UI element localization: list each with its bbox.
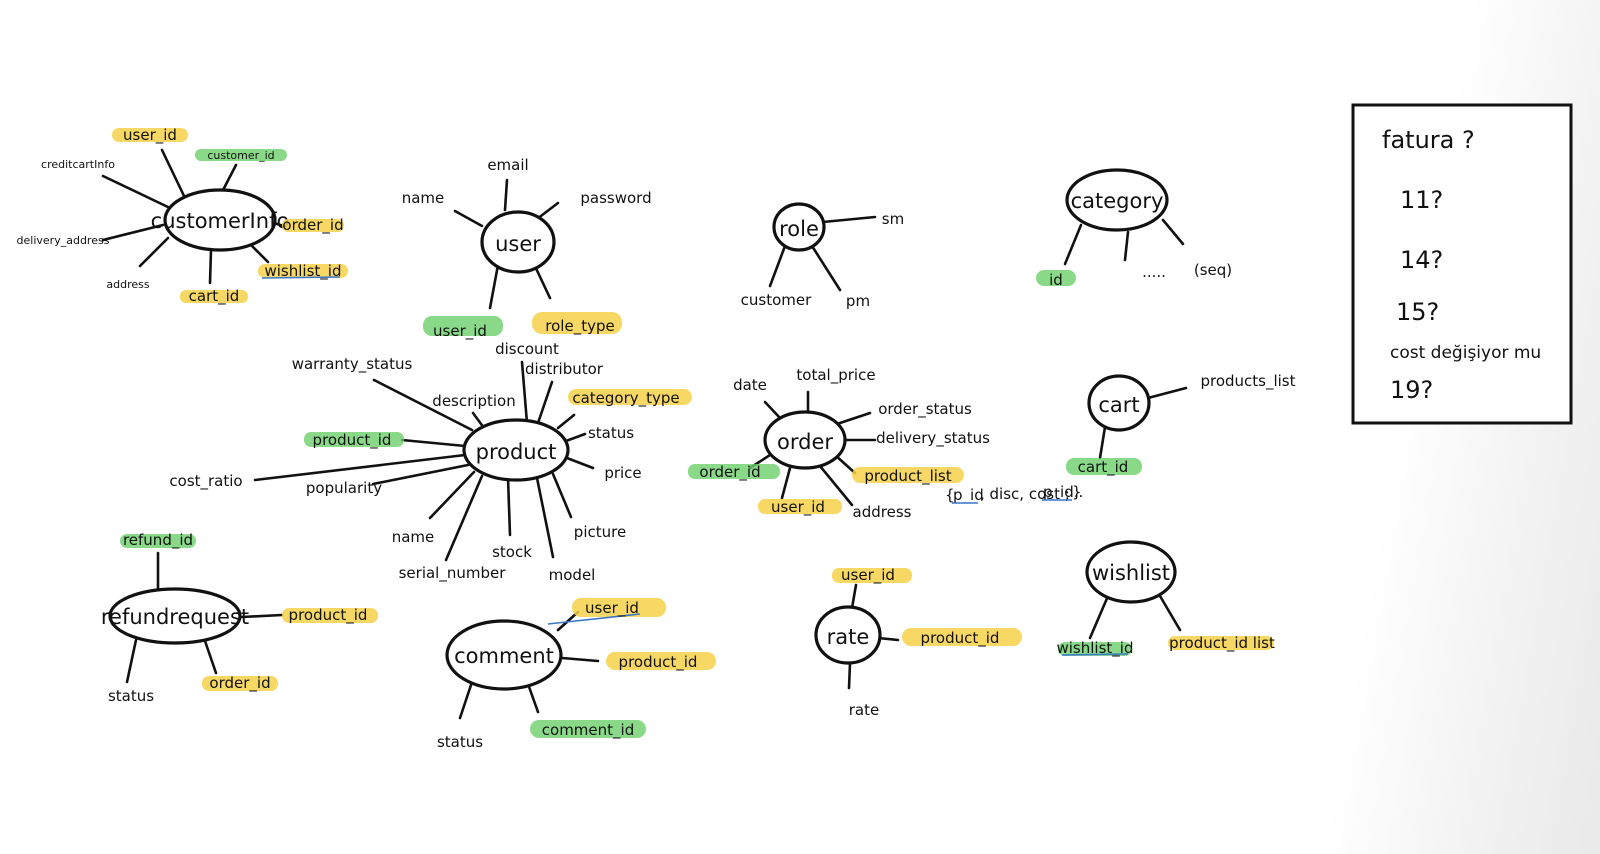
entity-name: order	[777, 430, 833, 454]
attr-customer: customer	[741, 291, 812, 309]
attr-refund-id: refund_id	[123, 531, 193, 550]
attr-role-type: role_type	[545, 317, 614, 336]
entity-order: order date total_price order_status deli…	[688, 366, 1083, 521]
attr-product-id: product_id	[289, 606, 368, 625]
entity-refundrequest: refundrequest refund_id product_id statu…	[101, 531, 378, 705]
attr-customer-id: customer_id	[207, 149, 274, 162]
attr-product-id: product_id	[619, 653, 698, 672]
attr-category-type: category_type	[572, 389, 679, 408]
attr-status: status	[108, 687, 154, 705]
attr-cart-id: cart_id	[1078, 458, 1129, 477]
entity-name: comment	[454, 644, 554, 668]
attr-user-id: user_id	[433, 322, 487, 341]
attr-discount: discount	[495, 340, 559, 358]
entity-name: rate	[827, 625, 870, 649]
entity-cart: cart products_list cart_id	[1066, 372, 1296, 477]
attr-serial-number: serial_number	[399, 564, 507, 583]
attr-user-id: user_id	[123, 126, 177, 145]
notes-item-4: cost değişiyor mu	[1390, 343, 1541, 363]
entity-name: wishlist	[1092, 561, 1170, 585]
notes-item-1: 11?	[1400, 186, 1443, 214]
attr-distributor: distributor	[525, 360, 604, 378]
attr-stock: stock	[492, 543, 532, 561]
entity-rate: rate user_id product_id rate	[814, 566, 1022, 719]
attr-seq: (seq)	[1194, 261, 1232, 279]
attr-warranty-status: warranty_status	[292, 355, 413, 374]
attr-address: address	[106, 278, 149, 291]
entity-name: user	[495, 232, 541, 256]
attr-address: address	[853, 503, 912, 521]
attr-cost-ratio: cost_ratio	[169, 472, 242, 491]
attr-status: status	[437, 733, 483, 751]
entity-user: user email name password user_id role_ty…	[402, 156, 652, 341]
attr-delivery-status: delivery_status	[876, 429, 990, 448]
attr-picture: picture	[574, 523, 626, 541]
attr-order-status: order_status	[878, 400, 972, 419]
attr-sm: sm	[882, 210, 904, 228]
attr-user-id: user_id	[585, 599, 639, 618]
entity-category: category id ..... (seq)	[1036, 168, 1232, 289]
attr-wishlist-id: wishlist_id	[1057, 639, 1134, 658]
entity-name: category	[1071, 189, 1164, 213]
note-p1: p_id	[953, 486, 984, 505]
note-p2: p_id..	[1043, 483, 1083, 502]
attr-price: price	[604, 464, 641, 482]
attr-dots: .....	[1142, 263, 1166, 281]
attr-creditcartinfo: creditcartInfo	[41, 158, 115, 171]
attr-comment-id: comment_id	[542, 721, 634, 740]
attr-user-id: user_id	[841, 566, 895, 585]
attr-order-id: order_id	[282, 216, 343, 235]
attr-email: email	[487, 156, 528, 174]
entity-name: product	[476, 440, 557, 464]
entity-wishlist: wishlist wishlist_id product_id list	[1057, 540, 1275, 658]
attr-status: status	[588, 424, 634, 442]
note-mid: , disc, cost ;	[980, 485, 1070, 503]
attr-id: id	[1049, 271, 1063, 289]
entity-product: product warranty_status discount distrib…	[169, 340, 692, 584]
notes-item-3: 15?	[1396, 298, 1439, 326]
attr-name: name	[402, 189, 445, 207]
product-list-note: { p_id , disc, cost ; p_id.. }	[945, 483, 1083, 505]
attr-popularity: popularity	[306, 479, 382, 497]
attr-order-id: order_id	[209, 674, 270, 693]
notes-item-5: 19?	[1390, 376, 1433, 404]
attr-delivery-address: delivery_address	[17, 234, 110, 247]
attr-date: date	[733, 376, 767, 394]
attr-rate: rate	[849, 701, 879, 719]
attr-product-list: product_list	[864, 467, 951, 486]
attr-description: description	[432, 392, 515, 410]
attr-pm: pm	[846, 292, 870, 310]
attr-user-id: user_id	[771, 498, 825, 517]
entity-name: refundrequest	[101, 605, 249, 629]
entity-customerinfo: customerInfo user_id customer_id creditc…	[17, 126, 348, 306]
attr-order-id: order_id	[699, 463, 760, 482]
note-open: {	[945, 486, 955, 504]
note-close: }	[1072, 483, 1082, 501]
attr-model: model	[549, 566, 596, 584]
attr-wishlist-id: wishlist_id	[265, 262, 342, 281]
attr-total-price: total_price	[796, 366, 875, 385]
attr-product-id: product_id	[921, 629, 1000, 648]
entity-name: role	[779, 217, 819, 241]
entity-name: cart	[1098, 393, 1139, 417]
notes-item-2: 14?	[1400, 246, 1443, 274]
attr-product-id: product_id	[313, 431, 392, 450]
notes-title: fatura ?	[1382, 126, 1475, 154]
attr-name: name	[392, 528, 435, 546]
entity-name: customerInfo	[151, 209, 290, 233]
attr-products-list: products_list	[1200, 372, 1295, 391]
entity-comment: comment user_id product_id status commen…	[437, 598, 716, 751]
attr-cart-id: cart_id	[189, 287, 240, 306]
entity-role: role sm customer pm	[741, 202, 904, 310]
attr-product-id-list: product_id list	[1169, 634, 1275, 653]
attr-password: password	[580, 189, 651, 207]
notes-panel: fatura ? 11? 14? 15? cost değişiyor mu 1…	[1351, 103, 1573, 425]
